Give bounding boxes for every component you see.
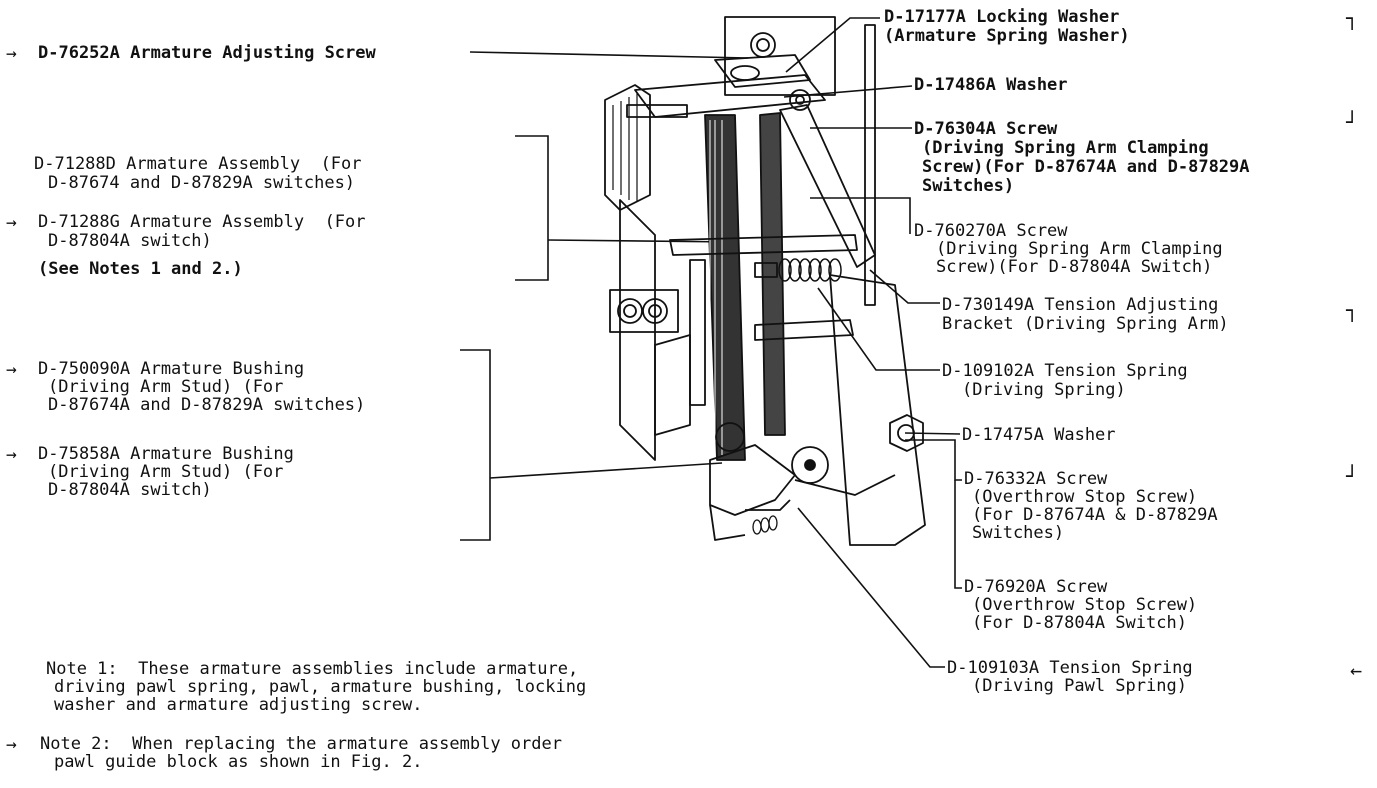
note-1-line3: washer and armature adjusting screw. <box>54 695 423 715</box>
label-assembly-d-line1: D-71288D Armature Assembly (For <box>34 154 362 174</box>
label-screw-760270-line3: Screw)(For D-87804A Switch) <box>936 257 1213 277</box>
label-screw-76332-line3: (For D-87674A & D-87829A <box>972 505 1218 525</box>
label-screw-760270-line1: D-760270A Screw <box>914 221 1068 241</box>
note-1-line1: Note 1: These armature assemblies includ… <box>46 659 579 679</box>
label-screw-76332-line2: (Overthrow Stop Screw) <box>972 487 1198 507</box>
label-screw-760270-line2: (Driving Spring Arm Clamping <box>936 239 1223 259</box>
label-spring-109102-line1: D-109102A Tension Spring <box>942 361 1188 381</box>
corner-mark-icon: ┐ <box>1346 298 1359 322</box>
label-screw-76920-line3: (For D-87804A Switch) <box>972 613 1187 633</box>
label-screw-76304-line1: D-76304A Screw <box>914 119 1058 139</box>
label-bushing-a-line3: D-87674A and D-87829A switches) <box>48 395 366 415</box>
label-assembly-g-line2: D-87804A switch) <box>48 231 212 251</box>
arrow-marker-icon: → <box>6 444 17 465</box>
label-spring-109103-line1: D-109103A Tension Spring <box>947 658 1193 678</box>
label-washer-17475: D-17475A Washer <box>962 425 1116 445</box>
label-spring-109103-line2: (Driving Pawl Spring) <box>972 676 1187 696</box>
arrow-left-icon: ← <box>1350 658 1363 682</box>
label-screw-76332-line4: Switches) <box>972 523 1065 543</box>
label-see-notes: (See Notes 1 and 2.) <box>38 259 243 279</box>
label-adjusting-screw: D-76252A Armature Adjusting Screw <box>38 43 376 63</box>
label-assembly-d-line2: D-87674 and D-87829A switches) <box>48 173 356 193</box>
arrow-marker-icon: → <box>6 43 17 64</box>
label-bracket-line1: D-730149A Tension Adjusting <box>942 295 1219 315</box>
note-1-line2: driving pawl spring, pawl, armature bush… <box>54 677 587 697</box>
corner-mark-icon: ┘ <box>1346 464 1359 488</box>
label-screw-76332-line1: D-76332A Screw <box>964 469 1108 489</box>
stepping-switch-drawing <box>604 16 926 546</box>
label-screw-76304-line2: (Driving Spring Arm Clamping <box>922 138 1209 158</box>
label-bushing-b-line1: D-75858A Armature Bushing <box>38 444 294 464</box>
label-bushing-b-line3: D-87804A switch) <box>48 480 212 500</box>
arrow-marker-icon: → <box>6 734 17 755</box>
note-2-line1: Note 2: When replacing the armature asse… <box>40 734 562 754</box>
label-screw-76920-line1: D-76920A Screw <box>964 577 1108 597</box>
label-assembly-g-line1: D-71288G Armature Assembly (For <box>38 212 366 232</box>
label-screw-76304-line3: Screw)(For D-87674A and D-87829A <box>922 157 1250 177</box>
label-spring-109102-line2: (Driving Spring) <box>962 380 1126 400</box>
label-bracket-line2: Bracket (Driving Spring Arm) <box>942 314 1229 334</box>
corner-mark-icon: ┐ <box>1346 6 1359 30</box>
label-locking-washer-line2: (Armature Spring Washer) <box>884 26 1130 46</box>
label-screw-76304-line4: Switches) <box>922 176 1015 196</box>
arrow-marker-icon: → <box>6 212 17 233</box>
label-washer-17486: D-17486A Washer <box>914 75 1068 95</box>
note-2-line2: pawl guide block as shown in Fig. 2. <box>54 752 423 772</box>
label-bushing-b-line2: (Driving Arm Stud) (For <box>48 462 284 482</box>
label-locking-washer-line1: D-17177A Locking Washer <box>884 7 1120 27</box>
label-screw-76920-line2: (Overthrow Stop Screw) <box>972 595 1198 615</box>
label-bushing-a-line2: (Driving Arm Stud) (For <box>48 377 284 397</box>
label-bushing-a-line1: D-750090A Armature Bushing <box>38 359 305 379</box>
corner-mark-icon: ┘ <box>1346 110 1359 134</box>
arrow-marker-icon: → <box>6 359 17 380</box>
